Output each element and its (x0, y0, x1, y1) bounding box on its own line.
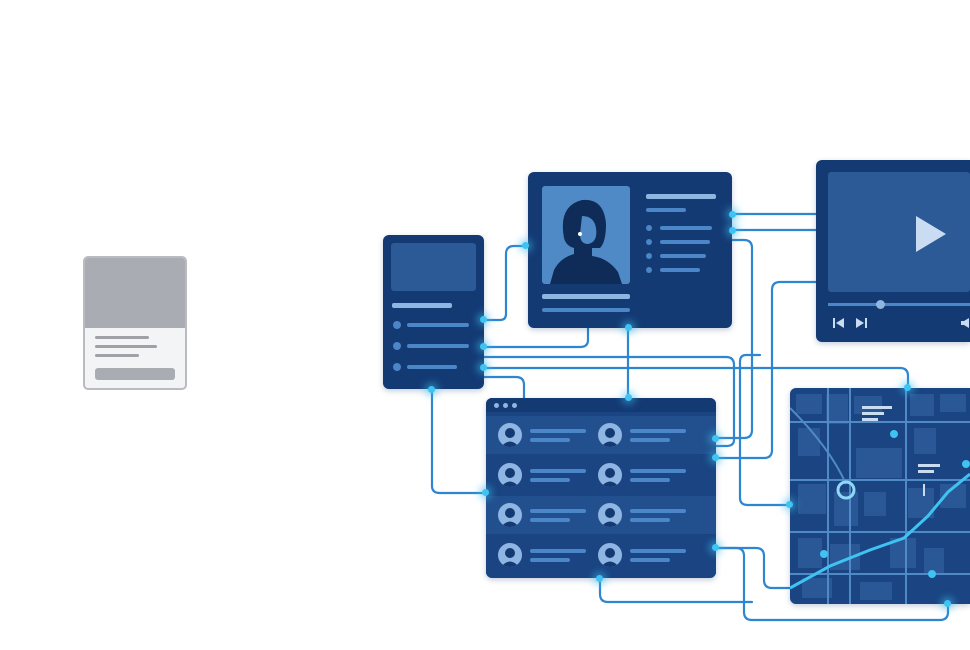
skip-forward-icon[interactable] (854, 317, 868, 329)
progress-track[interactable] (828, 303, 970, 306)
contact-detail-line (530, 438, 570, 442)
connection-node (712, 454, 719, 461)
profile-detail-line (660, 226, 712, 230)
volume-icon[interactable] (960, 317, 970, 329)
list-line (407, 344, 469, 348)
list-line (407, 323, 469, 327)
person-portrait-icon (542, 186, 630, 284)
contact-name-line (630, 549, 686, 553)
profile-sub-line (646, 208, 686, 212)
connection-node (625, 324, 632, 331)
connection-node (712, 544, 719, 551)
video-screen[interactable] (828, 172, 970, 292)
avatar-icon (598, 463, 622, 487)
map-pin-icon (923, 484, 925, 496)
city-map[interactable] (790, 388, 970, 604)
contact-name-line (530, 549, 586, 553)
avatar-icon (498, 503, 522, 527)
phone-icon (646, 239, 652, 245)
video-player (816, 160, 970, 342)
table-row[interactable] (486, 416, 716, 454)
window-dot (503, 403, 508, 408)
list-bullet (393, 321, 401, 329)
contact-name-line (530, 429, 586, 433)
list-bullet (393, 363, 401, 371)
contact-name-line (530, 509, 586, 513)
avatar-icon (598, 423, 622, 447)
contact-detail-line (630, 438, 670, 442)
map-streets (790, 388, 970, 604)
wireframe-button (95, 368, 175, 380)
progress-handle[interactable] (876, 300, 885, 309)
mobile-card (383, 235, 484, 389)
connection-node (480, 343, 487, 350)
profile-caption-line (542, 294, 630, 299)
connection-node (596, 575, 603, 582)
connection-node (786, 501, 793, 508)
profile-detail-line (660, 268, 700, 272)
location-icon (646, 225, 652, 231)
window-titlebar (486, 398, 716, 412)
connection-node (428, 386, 435, 393)
connection-node (625, 394, 632, 401)
connection-node (729, 227, 736, 234)
avatar-icon (498, 543, 522, 567)
profile-name-line (646, 194, 716, 199)
connection-node (712, 435, 719, 442)
skip-back-icon[interactable] (832, 317, 846, 329)
contact-detail-line (630, 478, 670, 482)
contact-name-line (530, 469, 586, 473)
wireframe-line (95, 336, 149, 339)
contact-detail-line (530, 518, 570, 522)
profile-caption-line (542, 308, 630, 312)
contact-name-line (630, 469, 686, 473)
contact-name-line (630, 429, 686, 433)
list-bullet (393, 342, 401, 350)
contact-detail-line (630, 558, 670, 562)
avatar-icon (498, 463, 522, 487)
wireframe-line (95, 345, 157, 348)
mobile-card-image (391, 243, 476, 291)
window-dot (512, 403, 517, 408)
wireframe-line (95, 354, 139, 357)
avatar-icon (598, 503, 622, 527)
list-line (407, 365, 457, 369)
connection-node (729, 211, 736, 218)
contact-list (486, 398, 716, 578)
wireframe-card-icon (83, 256, 187, 390)
connection-node (522, 242, 529, 249)
avatar-icon (498, 423, 522, 447)
profile-detail-line (660, 254, 706, 258)
table-row[interactable] (486, 496, 716, 534)
table-row[interactable] (486, 456, 716, 494)
connection-node (904, 384, 911, 391)
contact-detail-line (530, 558, 570, 562)
table-row[interactable] (486, 536, 716, 574)
profile-detail-line (660, 240, 710, 244)
connection-node (480, 364, 487, 371)
profile-card (528, 172, 732, 328)
wireframe-image-area (85, 258, 185, 328)
contact-detail-line (530, 478, 570, 482)
connection-node (944, 600, 951, 607)
window-dot (494, 403, 499, 408)
link-icon (646, 267, 652, 273)
contact-detail-line (630, 518, 670, 522)
mobile-card-title-line (392, 303, 452, 308)
mail-icon (646, 253, 652, 259)
connection-node (482, 489, 489, 496)
contact-name-line (630, 509, 686, 513)
avatar-icon (598, 543, 622, 567)
connection-node (480, 316, 487, 323)
play-icon[interactable] (912, 214, 948, 254)
